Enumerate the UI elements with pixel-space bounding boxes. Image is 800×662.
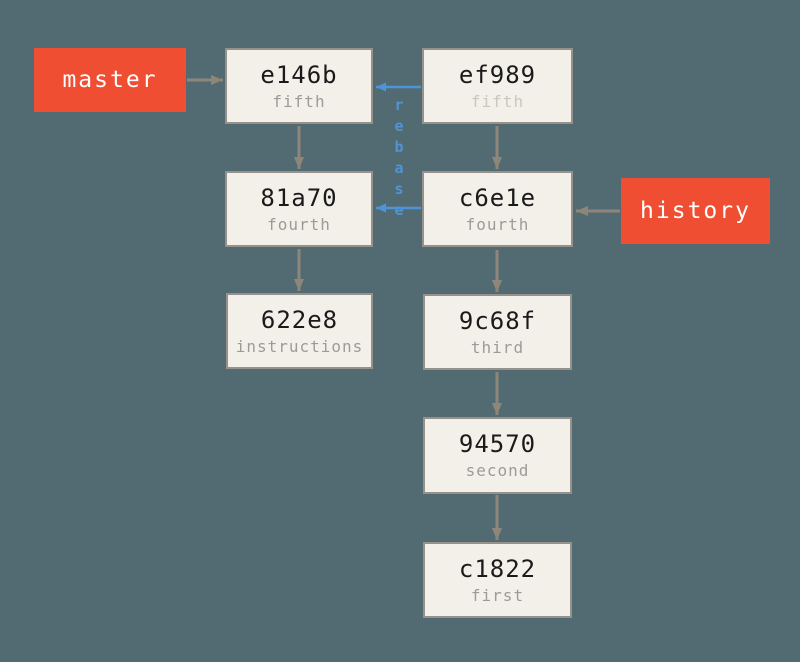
commit-message: fifth: [272, 91, 326, 111]
commit-c6e1e: c6e1e fourth: [422, 171, 573, 247]
commit-94570: 94570 second: [423, 417, 572, 494]
commit-message: first: [470, 585, 525, 605]
commit-hash: 622e8: [260, 305, 339, 334]
commit-622e8: 622e8 instructions: [226, 293, 373, 369]
commit-c1822: c1822 first: [423, 542, 572, 618]
commit-message: fourth: [465, 214, 530, 234]
commit-hash: ef989: [458, 60, 537, 89]
branch-name: history: [640, 198, 751, 224]
branch-label-history: history: [621, 178, 770, 244]
commit-hash: c6e1e: [458, 183, 537, 212]
commit-81a70: 81a70 fourth: [225, 171, 373, 247]
commit-message: third: [470, 337, 525, 357]
commit-message: fourth: [267, 214, 331, 234]
rebase-action-label: rebase: [390, 96, 408, 222]
commit-message: second: [465, 461, 530, 480]
commit-hash: 9c68f: [458, 306, 537, 335]
commit-hash: 94570: [458, 430, 537, 458]
commit-hash: 81a70: [260, 183, 338, 212]
commit-ef989: ef989 fifth: [422, 48, 573, 124]
commit-hash: c1822: [458, 554, 537, 583]
commit-e146b: e146b fifth: [225, 48, 373, 124]
commit-message: instructions: [235, 336, 364, 356]
commit-9c68f: 9c68f third: [423, 294, 572, 370]
commit-hash: e146b: [260, 60, 338, 89]
commit-message: fifth: [470, 91, 525, 111]
branch-name: master: [62, 67, 158, 93]
branch-label-master: master: [34, 48, 186, 112]
